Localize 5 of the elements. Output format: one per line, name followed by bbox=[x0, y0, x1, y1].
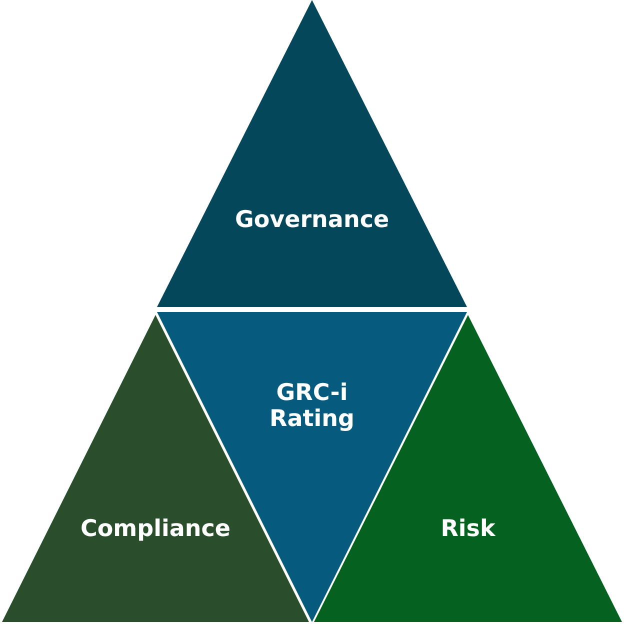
triangle-segment bbox=[157, 0, 467, 307]
segment-label: Compliance bbox=[79, 516, 232, 542]
segment-label: Risk bbox=[440, 516, 496, 542]
segment-label: Governance bbox=[234, 207, 390, 233]
segment-label: GRC-i Rating bbox=[268, 380, 356, 432]
